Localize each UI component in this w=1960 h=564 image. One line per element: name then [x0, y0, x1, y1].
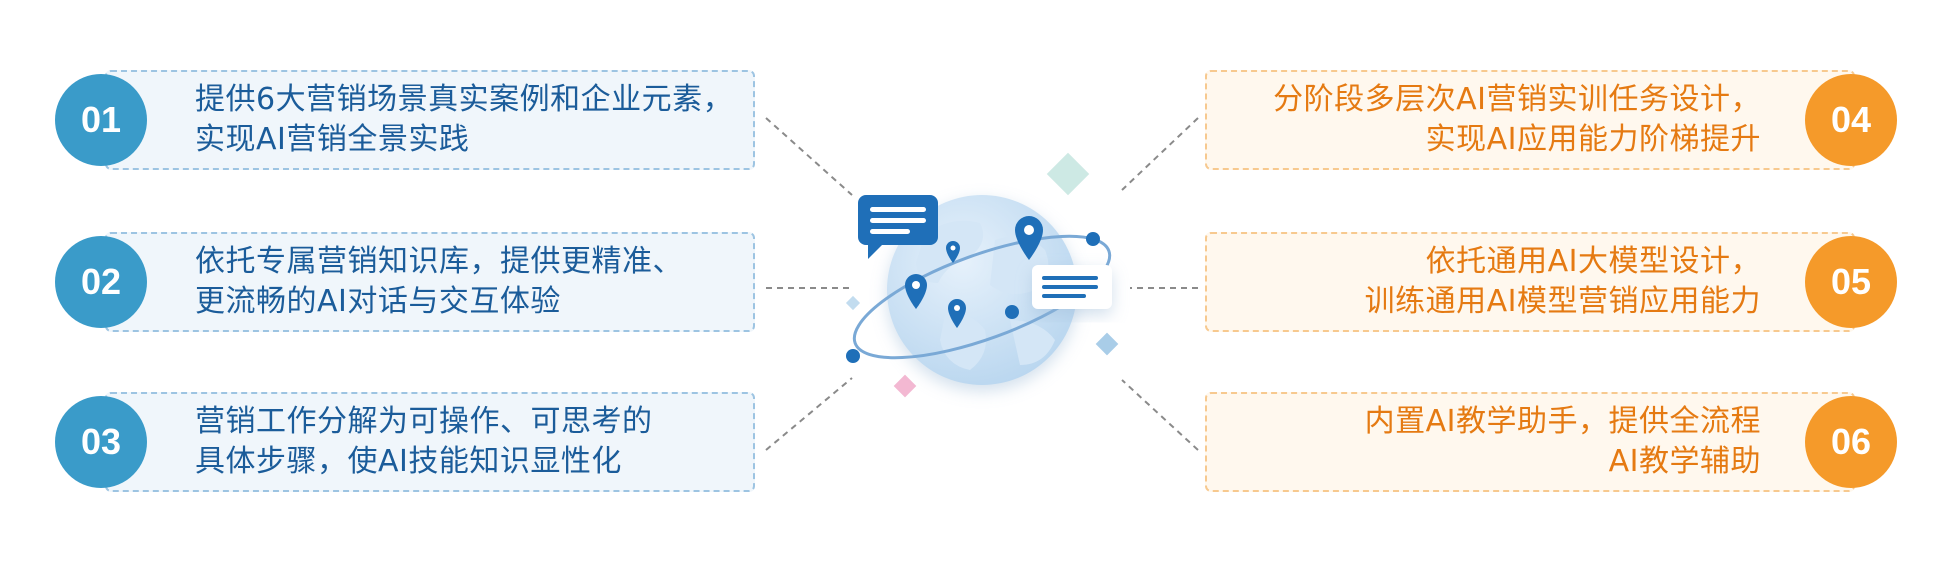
feature-text-line-1: 分阶段多层次AI营销实训任务设计，: [1273, 82, 1761, 117]
feature-text-line-1: 营销工作分解为可操作、可思考的: [195, 404, 653, 439]
map-pin-icon: [905, 274, 927, 309]
map-pin-icon: [946, 241, 960, 263]
diamond-teal-icon: [1046, 152, 1090, 196]
connector-01: [765, 117, 853, 196]
feature-number-badge: 03: [55, 396, 147, 488]
feature-item-03: 营销工作分解为可操作、可思考的 具体步骤，使AI技能知识显性化 03: [55, 392, 765, 492]
feature-number-badge: 01: [55, 74, 147, 166]
feature-text-line-2: 具体步骤，使AI技能知识显性化: [195, 444, 622, 479]
orbit-dot-icon: [1005, 305, 1019, 319]
feature-text-line-2: AI教学辅助: [1608, 444, 1761, 479]
feature-text-line-2: 实现AI营销全景实践: [195, 122, 470, 157]
feature-text-line-1: 依托专属营销知识库，提供更精准、: [195, 244, 683, 279]
feature-text-line-2: 实现AI应用能力阶梯提升: [1425, 122, 1761, 157]
chat-bubble-icon: [858, 195, 938, 259]
feature-number-badge: 06: [1805, 396, 1897, 488]
feature-box: 营销工作分解为可操作、可思考的 具体步骤，使AI技能知识显性化: [105, 392, 755, 492]
diamond-pink-icon: [893, 374, 917, 398]
diamond-blue-icon: [1095, 332, 1119, 356]
feature-number-badge: 04: [1805, 74, 1897, 166]
feature-text-line-2: 更流畅的AI对话与交互体验: [195, 284, 561, 319]
feature-item-01: 提供6大营销场景真实案例和企业元素， 实现AI营销全景实践 01: [55, 70, 765, 170]
map-pin-icon: [1015, 216, 1043, 260]
feature-text-line-1: 内置AI教学助手，提供全流程: [1364, 404, 1761, 439]
feature-item-02: 依托专属营销知识库，提供更精准、 更流畅的AI对话与交互体验 02: [55, 232, 765, 332]
map-pin-icon: [948, 299, 966, 328]
feature-text-line-2: 训练通用AI模型营销应用能力: [1364, 284, 1761, 319]
orbit-dot-icon: [846, 349, 860, 363]
feature-box: 提供6大营销场景真实案例和企业元素， 实现AI营销全景实践: [105, 70, 755, 170]
feature-box: 内置AI教学助手，提供全流程 AI教学辅助: [1205, 392, 1855, 492]
feature-number-badge: 02: [55, 236, 147, 328]
feature-item-04: 分阶段多层次AI营销实训任务设计， 实现AI应用能力阶梯提升 04: [1205, 70, 1905, 170]
feature-text-line-1: 提供6大营销场景真实案例和企业元素，: [195, 82, 734, 117]
connector-04: [1121, 117, 1199, 191]
connector-03: [765, 377, 853, 451]
feature-box: 分阶段多层次AI营销实训任务设计， 实现AI应用能力阶梯提升: [1205, 70, 1855, 170]
feature-number-badge: 05: [1805, 236, 1897, 328]
orbit-dot-icon: [1086, 232, 1100, 246]
connector-06: [1121, 379, 1199, 451]
feature-text-line-1: 依托通用AI大模型设计，: [1425, 244, 1761, 279]
feature-item-06: 内置AI教学助手，提供全流程 AI教学辅助 06: [1205, 392, 1905, 492]
connector-lines: [765, 117, 1199, 451]
diamond-small-blue-icon: [845, 295, 861, 311]
orbit-ring-icon: [852, 234, 1112, 360]
message-card-icon: [1032, 265, 1112, 309]
feature-box: 依托通用AI大模型设计， 训练通用AI模型营销应用能力: [1205, 232, 1855, 332]
feature-item-05: 依托通用AI大模型设计， 训练通用AI模型营销应用能力 05: [1205, 232, 1905, 332]
feature-box: 依托专属营销知识库，提供更精准、 更流畅的AI对话与交互体验: [105, 232, 755, 332]
